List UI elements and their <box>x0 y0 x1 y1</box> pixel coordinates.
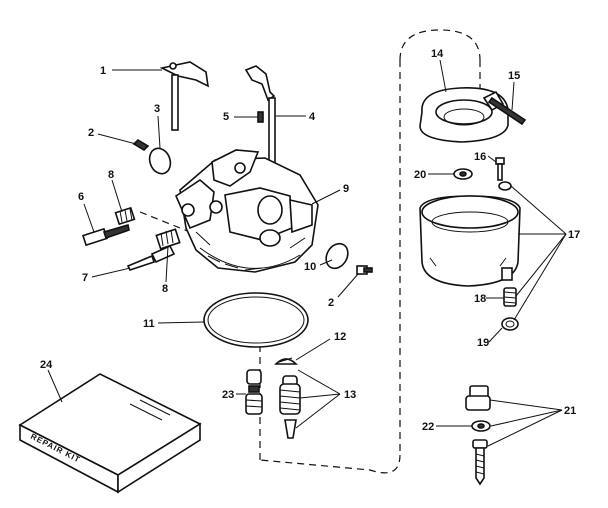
callout-14: 14 <box>431 48 444 60</box>
callout-5: 5 <box>223 111 229 123</box>
callout-7: 7 <box>82 272 88 284</box>
pilot-jet <box>245 369 263 415</box>
throttle-shaft <box>159 61 210 131</box>
callout-2-bottom: 2 <box>328 297 334 309</box>
throttle-plate <box>148 147 172 175</box>
callout-19: 19 <box>477 337 489 349</box>
drain-valve <box>465 385 491 411</box>
drain-washer <box>471 420 491 432</box>
callout-18: 18 <box>474 293 486 305</box>
callout-8-upper: 8 <box>108 169 114 181</box>
callout-2-top: 2 <box>88 127 94 139</box>
carburetor-body <box>174 149 319 273</box>
inlet-needle-assembly <box>279 375 301 439</box>
float-bowl <box>419 195 521 287</box>
small-washer <box>498 181 512 191</box>
idle-screw <box>81 223 130 247</box>
bowl-o-ring <box>501 317 519 331</box>
callout-22: 22 <box>422 421 434 433</box>
spring-upper <box>114 206 136 226</box>
screw-top <box>132 138 150 152</box>
callout-1: 1 <box>100 65 106 77</box>
callout-9: 9 <box>343 183 349 195</box>
callout-10: 10 <box>304 261 316 273</box>
bowl-spring <box>503 287 517 307</box>
callout-4: 4 <box>309 111 316 123</box>
callout-15: 15 <box>508 70 520 82</box>
callout-13: 13 <box>344 389 356 401</box>
float-bowl-washer <box>453 168 473 180</box>
repair-kit-box <box>18 373 202 494</box>
bowl-gasket <box>203 292 309 348</box>
screw-bottom <box>356 265 373 275</box>
callout-24: 24 <box>40 359 53 371</box>
callout-11: 11 <box>143 318 155 330</box>
callout-16: 16 <box>474 151 486 163</box>
needle-seat <box>274 357 298 365</box>
choke-plate <box>325 242 349 270</box>
callout-17: 17 <box>568 229 580 241</box>
callout-12: 12 <box>334 331 346 343</box>
callout-21: 21 <box>564 405 576 417</box>
spring-lower <box>155 228 181 250</box>
float <box>419 87 509 143</box>
callout-8-lower: 8 <box>162 283 168 295</box>
float-pin <box>487 96 527 126</box>
drain-screw <box>472 439 488 486</box>
callout-labels: 1 2 2 3 4 5 6 7 8 8 9 10 11 12 13 14 15 … <box>40 48 580 433</box>
bowl-screw <box>495 157 505 181</box>
leader-lines <box>47 59 567 447</box>
callout-23: 23 <box>222 389 234 401</box>
choke-screw <box>257 111 264 123</box>
callout-6: 6 <box>78 191 84 203</box>
callout-3: 3 <box>154 103 160 115</box>
callout-20: 20 <box>414 169 426 181</box>
